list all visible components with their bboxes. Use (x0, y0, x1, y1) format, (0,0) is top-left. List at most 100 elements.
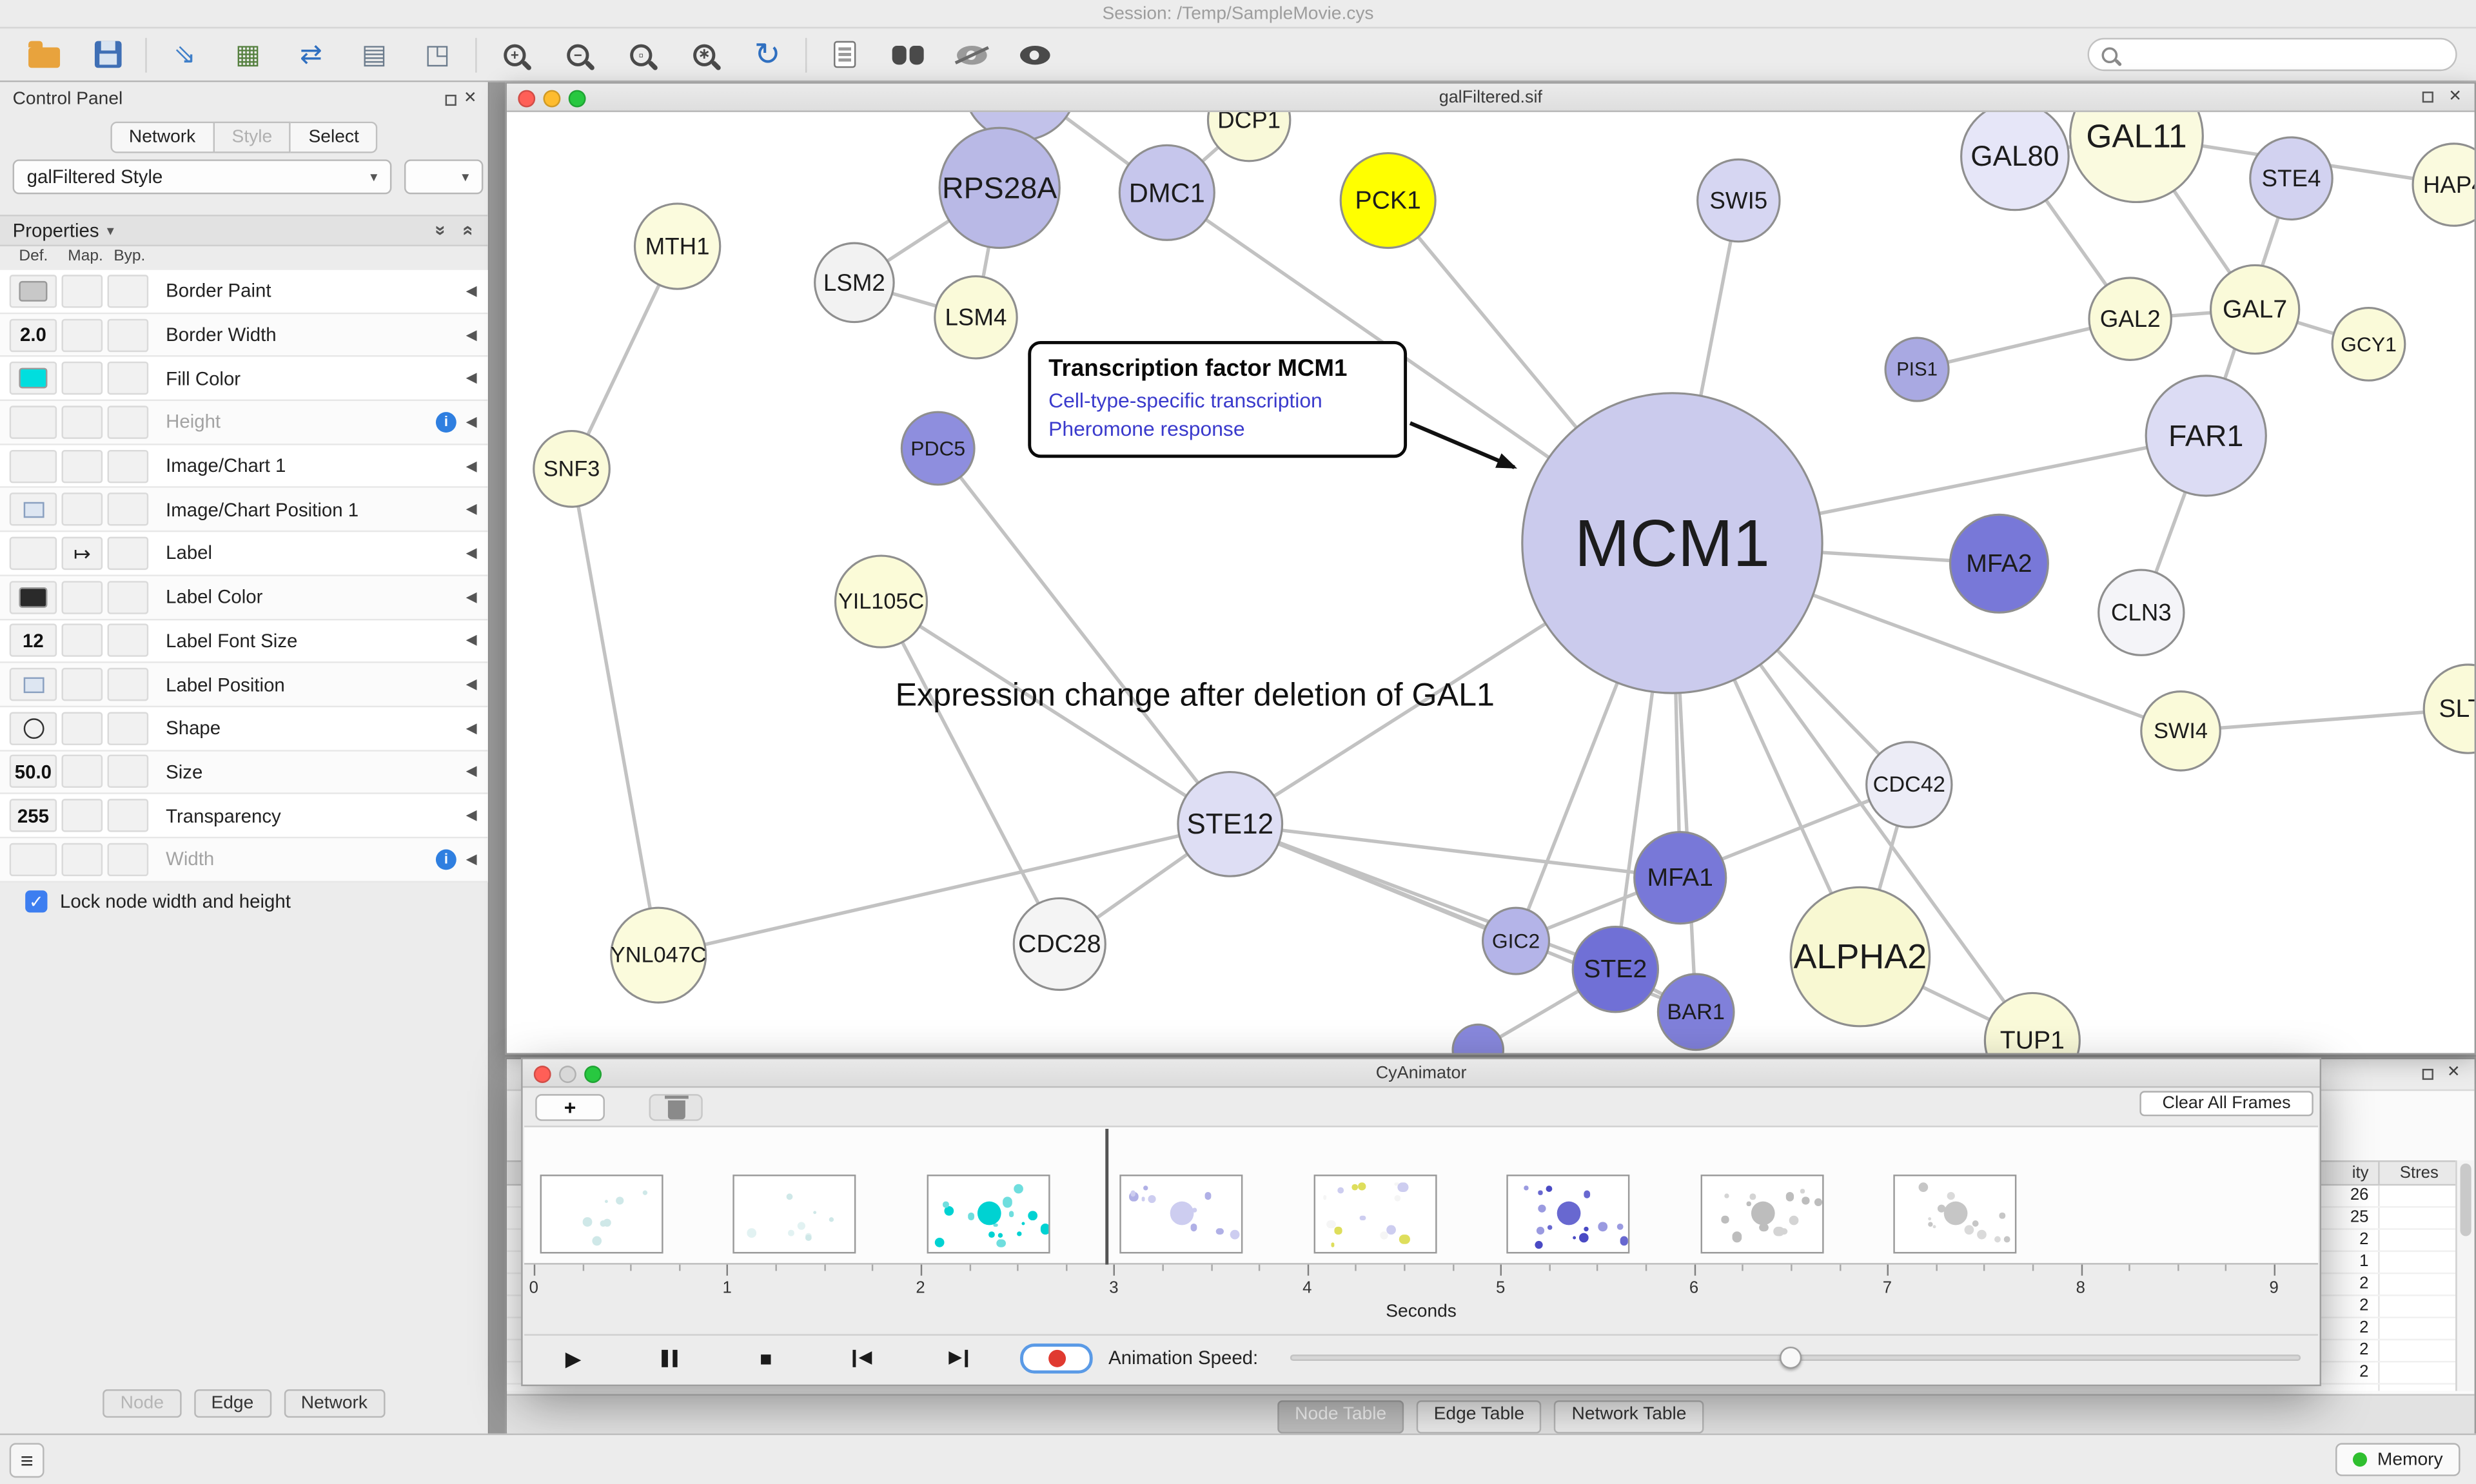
bypass-cell[interactable] (107, 799, 149, 832)
minimize-window-button[interactable] (558, 1064, 576, 1082)
frame-thumbnail-6[interactable] (1700, 1175, 1823, 1254)
default-value-cell[interactable]: 12 (9, 624, 57, 658)
mapping-cell[interactable] (61, 449, 103, 483)
import-network-icon[interactable]: ⇘ (173, 39, 196, 70)
mapping-cell[interactable] (61, 274, 103, 308)
playhead[interactable] (1105, 1129, 1108, 1265)
node-mcm1[interactable] (1521, 392, 1823, 694)
default-value-cell[interactable] (9, 667, 57, 701)
close-window-button[interactable] (518, 89, 536, 107)
hide-selected-icon[interactable] (950, 34, 992, 75)
tab-edge-style[interactable]: Edge (193, 1389, 271, 1418)
default-value-cell[interactable] (9, 843, 57, 876)
tab-network-table[interactable]: Network Table (1554, 1400, 1704, 1434)
bypass-cell[interactable] (107, 536, 149, 571)
timeline[interactable] (524, 1126, 2319, 1265)
node-lsm4[interactable] (934, 275, 1018, 360)
import-table-icon[interactable]: ▦ (235, 39, 261, 70)
node-ste4[interactable] (2249, 136, 2334, 221)
copy-icon[interactable] (824, 34, 865, 75)
export-table-icon[interactable]: ▤ (361, 39, 388, 70)
expand-arrow-icon[interactable]: ◀ (466, 369, 477, 386)
node-mfa1[interactable] (1633, 831, 1727, 925)
node-pck1[interactable] (1339, 151, 1437, 249)
mapping-cell[interactable] (61, 405, 103, 439)
properties-header[interactable]: Properties ▾ » » (0, 215, 488, 247)
bypass-cell[interactable] (107, 493, 149, 527)
bypass-cell[interactable] (107, 580, 149, 614)
default-value-cell[interactable]: 2.0 (9, 318, 57, 351)
frame-thumbnail-5[interactable] (1506, 1175, 1630, 1254)
expand-arrow-icon[interactable]: ◀ (466, 719, 477, 736)
tab-node-table[interactable]: Node Table (1277, 1400, 1404, 1434)
mapping-cell[interactable] (61, 843, 103, 876)
memory-button[interactable]: Memory (2336, 1443, 2461, 1476)
node-hap4[interactable] (2412, 142, 2475, 227)
expand-arrow-icon[interactable]: ◀ (466, 457, 477, 473)
node-cdc28[interactable] (1012, 897, 1106, 991)
expand-arrow-icon[interactable]: ◀ (466, 763, 477, 779)
network-window-titlebar[interactable]: galFiltered.sif (507, 83, 2475, 112)
expand-arrow-icon[interactable]: ◀ (466, 282, 477, 298)
mapping-cell[interactable] (61, 580, 103, 614)
node-alpha2[interactable] (1789, 886, 1931, 1028)
node-swi4[interactable] (2140, 690, 2221, 772)
node-far1[interactable] (2145, 375, 2267, 497)
show-all-icon[interactable] (1014, 34, 1055, 75)
record-button[interactable] (1020, 1343, 1093, 1374)
close-window-button[interactable] (533, 1064, 551, 1082)
delete-frame-button[interactable] (649, 1094, 703, 1121)
edge-yil105c-cdc28[interactable] (879, 600, 1061, 945)
annotation-link-2[interactable]: Pheromone response (1048, 416, 1245, 441)
edge-pdc5-ste12[interactable] (936, 447, 1232, 826)
minimize-window-button[interactable] (543, 89, 561, 107)
tab-edge-table[interactable]: Edge Table (1416, 1400, 1542, 1434)
bypass-cell[interactable] (107, 274, 149, 308)
node-gal7[interactable] (2209, 264, 2301, 355)
tab-select[interactable]: Select (291, 121, 378, 153)
default-value-cell[interactable] (9, 274, 57, 308)
expand-arrow-icon[interactable]: ◀ (466, 676, 477, 692)
frame-thumbnail-2[interactable] (927, 1175, 1050, 1254)
mapping-cell[interactable] (61, 799, 103, 832)
edge-ste12-mfa1[interactable] (1230, 822, 1681, 880)
default-value-cell[interactable]: 255 (9, 799, 57, 832)
float-window-icon[interactable] (2421, 92, 2433, 103)
network-canvas[interactable]: RPS28BRPS28ADCP1DMC1PCK1SWI5GAL80GAL11ST… (507, 112, 2475, 1053)
node-mfa2[interactable] (1949, 513, 2049, 614)
mapping-cell[interactable] (61, 362, 103, 395)
node-gal80[interactable] (1960, 112, 2070, 211)
play-button[interactable] (537, 1343, 610, 1374)
node-bar1[interactable] (1656, 973, 1735, 1051)
node-ynl047c[interactable] (610, 906, 707, 1004)
open-session-icon[interactable] (24, 34, 65, 75)
close-panel-icon[interactable] (2447, 1064, 2461, 1082)
frame-thumbnail-1[interactable] (733, 1175, 857, 1254)
node-pdc5[interactable] (900, 411, 976, 486)
table-scrollbar[interactable] (2455, 1160, 2475, 1391)
zoom-out-icon[interactable]: − (557, 34, 598, 75)
frame-thumbnail-0[interactable] (540, 1175, 663, 1254)
node-gal11[interactable] (2069, 112, 2204, 204)
expand-arrow-icon[interactable]: ◀ (466, 544, 477, 561)
new-network-icon[interactable]: ⇄ (300, 39, 322, 70)
node-lsm2[interactable] (814, 242, 895, 324)
node-tup1[interactable] (1983, 991, 2081, 1053)
node-ste12[interactable] (1177, 770, 1284, 877)
node-dmc1[interactable] (1118, 144, 1215, 241)
bypass-cell[interactable] (107, 318, 149, 351)
cyanimator-titlebar[interactable]: CyAnimator (522, 1059, 2320, 1088)
console-button[interactable]: ≡ (9, 1443, 44, 1478)
node-dcp1[interactable] (1206, 112, 1292, 162)
save-session-icon[interactable] (87, 34, 128, 75)
node-mth1[interactable] (633, 202, 722, 290)
close-window-icon[interactable] (2448, 88, 2462, 106)
frame-thumbnail-4[interactable] (1313, 1175, 1437, 1254)
search-input[interactable] (2123, 44, 2456, 64)
mapping-cell[interactable] (61, 667, 103, 701)
node-ste2[interactable] (1571, 925, 1660, 1013)
mapping-cell[interactable] (61, 318, 103, 351)
node-gcy1[interactable] (2331, 306, 2406, 382)
bypass-cell[interactable] (107, 624, 149, 658)
node-n1[interactable] (1451, 1023, 1505, 1053)
